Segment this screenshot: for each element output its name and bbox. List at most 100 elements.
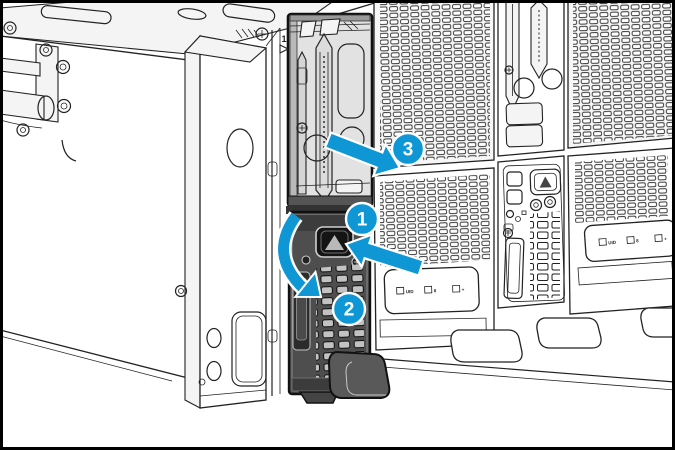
latch-block [505,102,544,126]
side-panel-rivets [3,21,72,137]
handle-cutout [337,43,365,119]
mount-tab [267,161,278,177]
rack-ear [198,311,267,397]
led-label-area: UID 8 + [383,266,480,315]
uid-led-icon: UID [396,286,415,295]
health-led-label: 8 [434,288,437,293]
post-oval-cutout [226,128,254,168]
corner-foot [327,350,391,399]
finger-hole [541,68,563,90]
power-inlet [529,168,562,196]
module-release-handles [504,0,563,148]
bay-divider [286,206,374,214]
vent-strip [379,317,487,338]
ear-hole [206,360,222,382]
installed-module [286,206,391,404]
vent-slots [530,211,560,300]
module-foot [298,391,340,404]
callout-3-label: 3 [403,140,414,161]
top-panel-oval-cutout [177,8,207,20]
thumbscrew-bracket [231,311,267,387]
uid-led-label: UID [608,240,617,246]
power-led-icon: + [452,284,465,293]
eject-triangle-icon [539,176,552,188]
component-right-section [295,43,371,194]
rear-panel-bottom-right: UID 8 + [567,147,675,315]
callout-1-label: 1 [357,210,368,231]
health-led-icon: 8 [424,285,437,294]
health-led-icon: 8 [626,236,639,244]
power-led-label: + [462,287,465,292]
screw-icon [301,255,311,265]
spring-hatch [235,28,260,39]
arrow-left-icon [344,232,425,277]
component-top-latches [289,18,371,38]
rear-panel-bottom-left: UID 8 + [373,167,495,351]
round-connector [543,195,557,209]
top-panel-cutout [40,4,112,25]
latch-block [505,124,544,148]
middle-module-column [497,0,565,309]
callout-3-badge [390,131,426,167]
uid-led-icon: UID [598,238,617,246]
component-left-rail [289,15,298,203]
chassis-foot [536,317,602,349]
screw-icon [504,65,514,75]
vent-mesh [573,2,675,144]
chassis-foot [450,329,523,363]
callout-1-badge [344,201,380,237]
uid-led-label: UID [406,289,415,294]
port [506,171,523,187]
rivet [55,59,71,75]
top-panel-cutout [222,3,276,23]
curved-arrow-head-icon [293,269,323,299]
bay-number-label: 1 [281,34,286,44]
power-led-icon: + [654,234,667,242]
callout-2-label: 2 [344,300,355,321]
power-led-label: + [664,236,667,241]
panel-seam [61,139,77,162]
rivet [16,123,30,137]
latch-tab [299,20,317,38]
mount-tab [267,329,278,343]
post-top-cap [183,35,268,63]
led-label-area: UID 8 + [583,219,675,263]
led-hole [515,216,521,222]
connector-panel [497,155,565,309]
vent-mesh [380,174,490,267]
front-post [174,22,302,409]
screw-icon [296,122,308,134]
finger-hole [513,77,535,99]
chassis-bottom-rail [369,307,675,391]
health-led-label: 8 [636,238,639,243]
removable-component [286,12,374,208]
rivet [174,284,188,298]
vent-mesh [575,155,668,223]
side-handle [0,43,59,129]
component-pull-handle [315,32,333,203]
step-annotations: 3 1 2 [275,131,426,327]
rivet [56,98,72,114]
screw-icon [255,27,269,41]
right-triangle-icon [279,44,290,54]
callout-2-badge [331,291,367,327]
handle-screw [39,43,53,57]
rear-grille-top-left [373,0,495,169]
chassis-foot [640,307,675,338]
ear-hole [206,327,222,349]
ear-screw-hole [198,378,206,386]
vent-mesh [380,2,490,163]
module-latch [315,226,354,258]
bay-number-marker: 1 [279,34,290,54]
port [506,189,523,205]
rear-grille-top-right [567,0,675,149]
curved-arrow-icon [278,212,307,292]
component-left-strip [296,50,308,195]
front-edge-strip [265,27,281,396]
serial-port [502,223,525,300]
led-hole [521,210,527,215]
rivet [3,21,17,35]
